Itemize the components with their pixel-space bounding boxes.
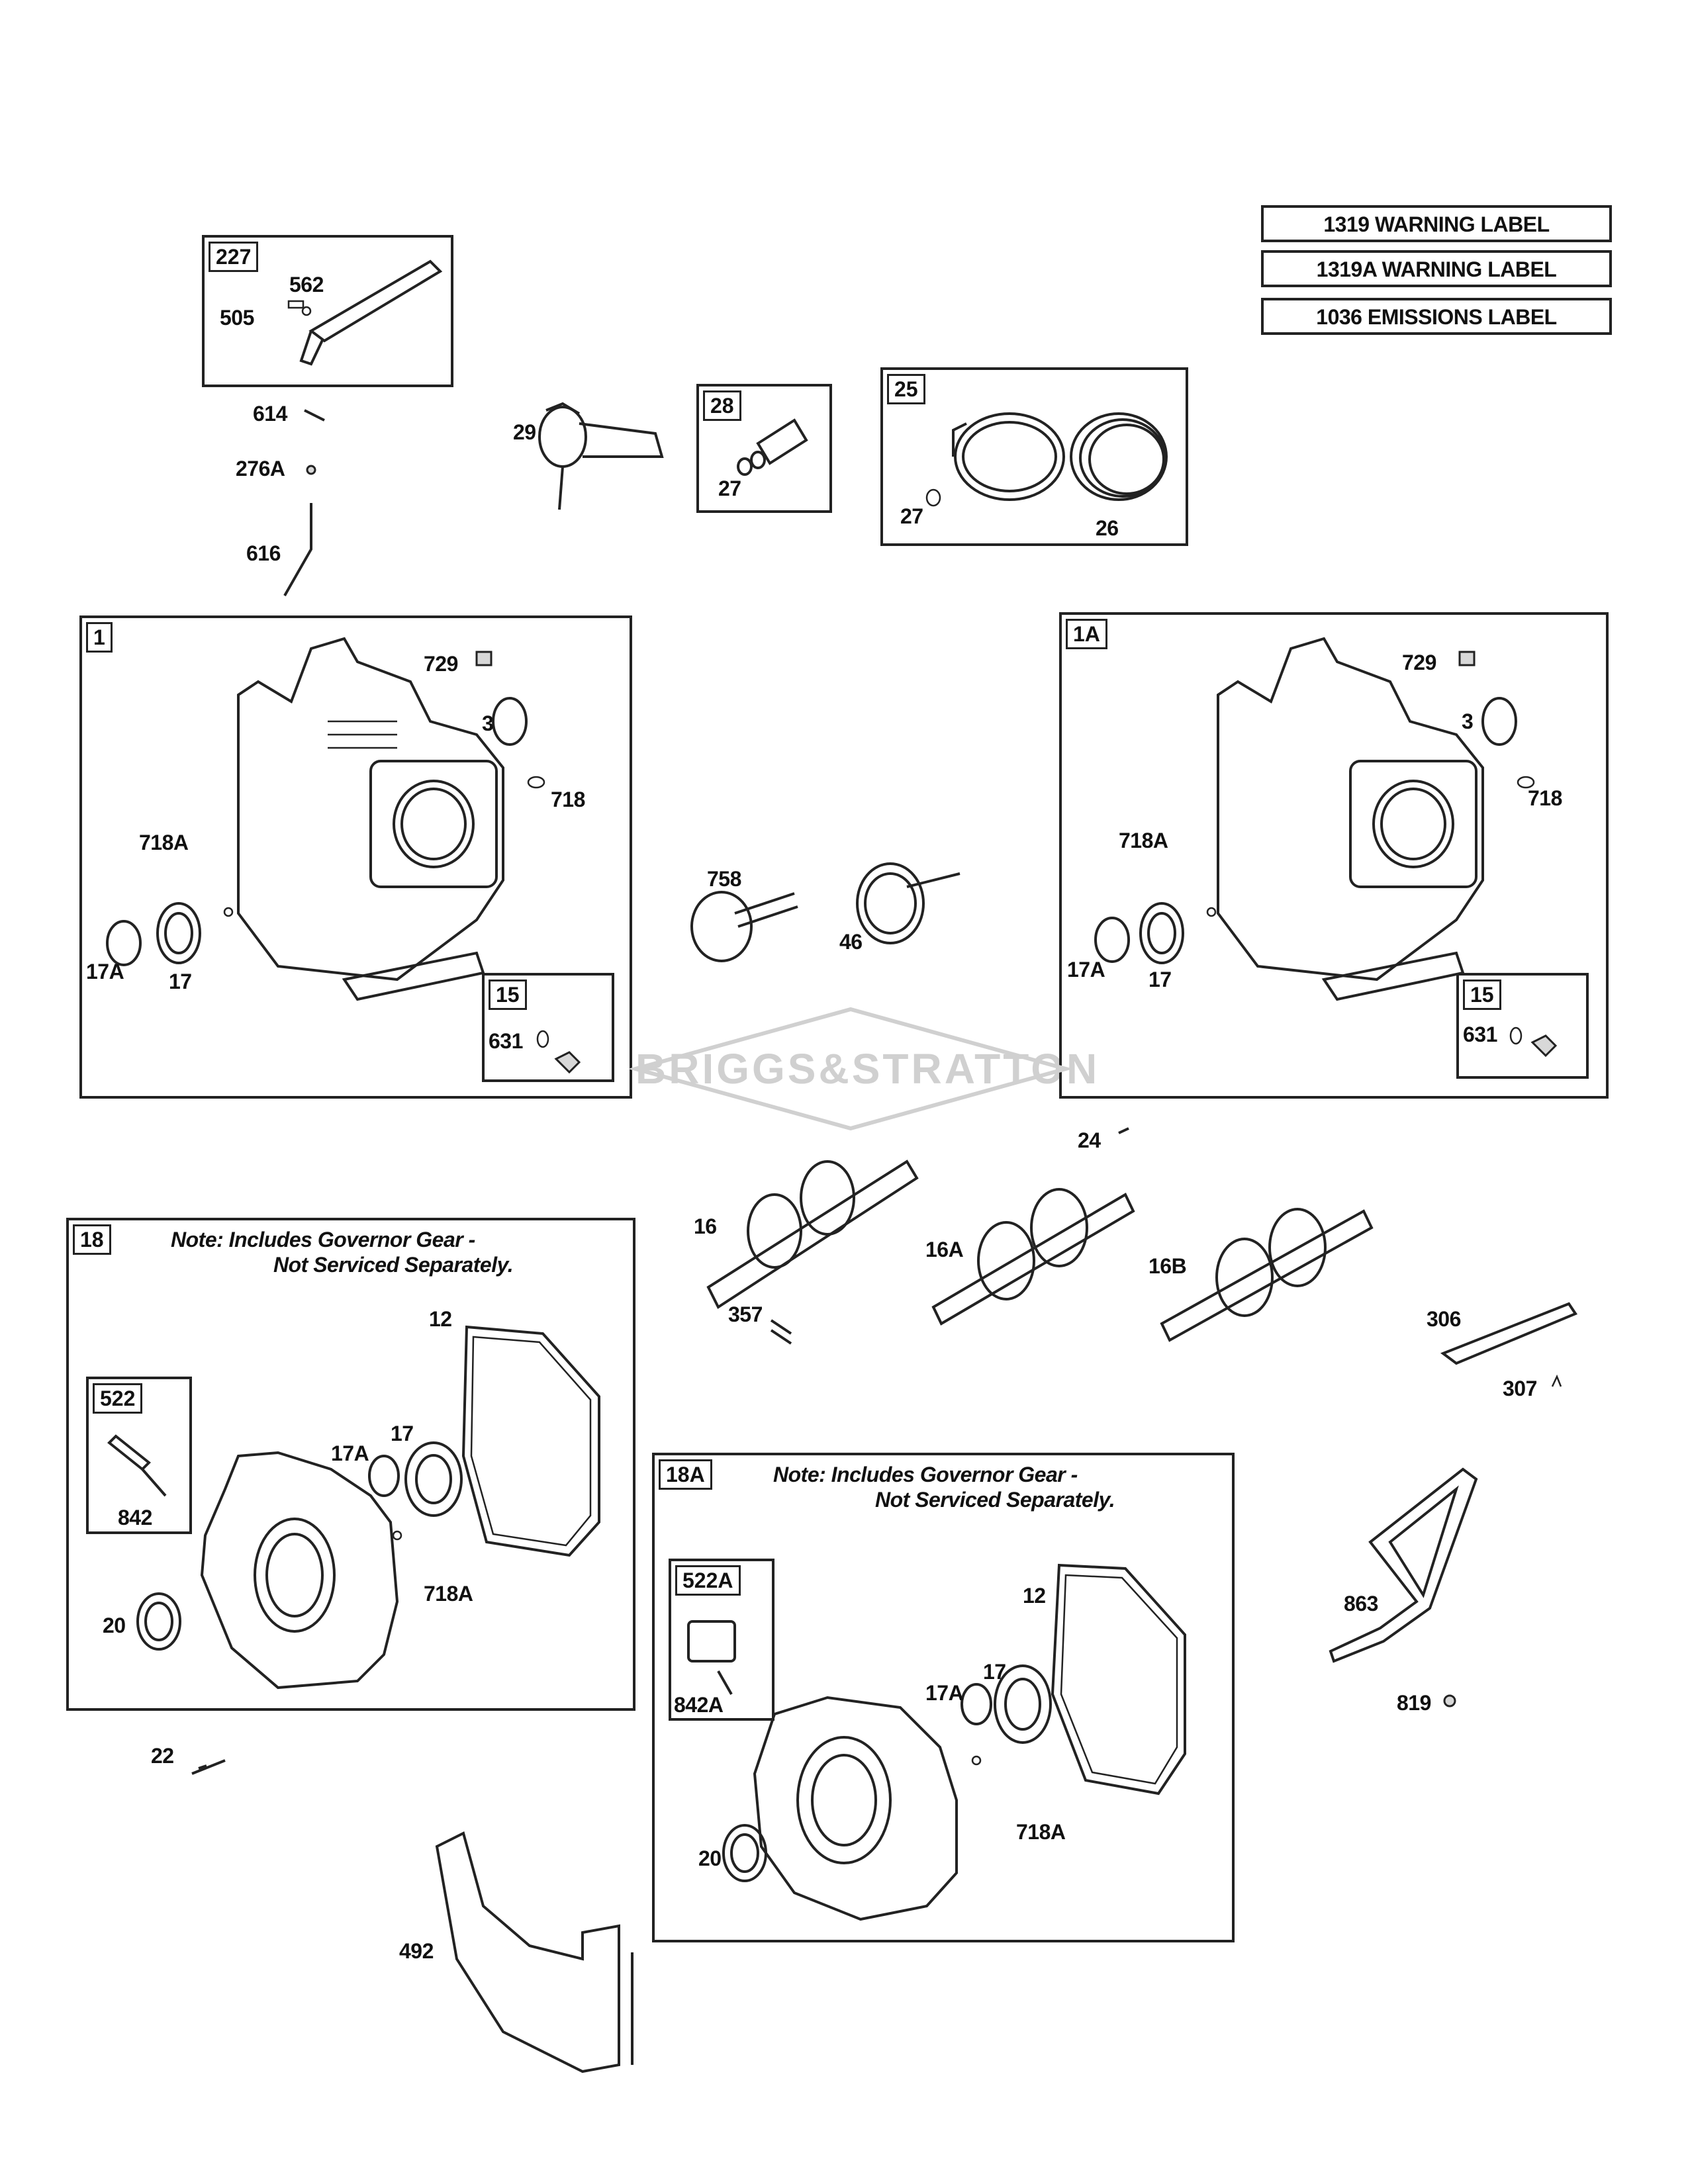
label-616: 616 bbox=[246, 541, 281, 565]
label-20: 20 bbox=[698, 1846, 722, 1870]
label-12: 12 bbox=[429, 1307, 452, 1331]
governor-gear-758 bbox=[690, 891, 798, 962]
label-17: 17 bbox=[169, 970, 192, 993]
label-718A: 718A bbox=[1119, 829, 1168, 852]
label-17: 17 bbox=[391, 1422, 414, 1445]
box-tag: 1 bbox=[86, 622, 113, 653]
label-17: 17 bbox=[983, 1660, 1006, 1684]
governor-rod-616 bbox=[283, 503, 312, 596]
label-718A: 718A bbox=[1016, 1820, 1066, 1844]
part-614 bbox=[304, 409, 325, 422]
label-729: 729 bbox=[1402, 651, 1436, 674]
label-24: 24 bbox=[1078, 1128, 1101, 1152]
label-758: 758 bbox=[707, 867, 741, 891]
box-tag: 227 bbox=[209, 242, 259, 272]
bracket-306 bbox=[1440, 1302, 1578, 1365]
label-46: 46 bbox=[839, 930, 863, 954]
cam-gear-46 bbox=[856, 862, 961, 944]
label-307: 307 bbox=[1503, 1377, 1537, 1400]
label-842A: 842A bbox=[674, 1693, 724, 1717]
label-26: 26 bbox=[1096, 516, 1119, 540]
part-24 bbox=[1118, 1127, 1129, 1134]
box-522A: 522A bbox=[669, 1559, 774, 1721]
box-tag: 25 bbox=[887, 374, 925, 404]
note-line-2: Not Serviced Separately. bbox=[875, 1488, 1115, 1512]
note-line-1: Note: Includes Governor Gear - bbox=[171, 1228, 475, 1251]
box-1A: 1A bbox=[1059, 612, 1609, 1099]
label-276A: 276A bbox=[236, 457, 285, 480]
label-718: 718 bbox=[551, 788, 585, 811]
box-tag: 18A bbox=[659, 1459, 712, 1490]
nut-819 bbox=[1443, 1694, 1456, 1707]
key-357 bbox=[770, 1319, 792, 1345]
label-3: 3 bbox=[482, 711, 494, 735]
box-25: 25 bbox=[880, 367, 1188, 546]
part-276A bbox=[306, 465, 316, 475]
label-357: 357 bbox=[728, 1302, 763, 1326]
label-16: 16 bbox=[694, 1214, 717, 1238]
warning-label-1319A: 1319A WARNING LABEL bbox=[1261, 250, 1612, 287]
label-12: 12 bbox=[1023, 1584, 1046, 1608]
box-tag: 15 bbox=[489, 979, 527, 1010]
crankshaft-16B bbox=[1160, 1208, 1374, 1342]
label-17A: 17A bbox=[1067, 958, 1105, 981]
label-718A: 718A bbox=[424, 1582, 473, 1606]
label-492: 492 bbox=[399, 1939, 434, 1963]
label-631: 631 bbox=[1463, 1023, 1497, 1046]
warning-label-1319: 1319 WARNING LABEL bbox=[1261, 205, 1612, 242]
box-18: 18 bbox=[66, 1218, 635, 1711]
label-614: 614 bbox=[253, 402, 287, 426]
emissions-label-1036: 1036 EMISSIONS LABEL bbox=[1261, 298, 1612, 335]
box-tag: 15 bbox=[1463, 979, 1501, 1010]
label-27: 27 bbox=[900, 504, 923, 528]
box-227: 227 bbox=[202, 235, 453, 387]
label-17A: 17A bbox=[86, 960, 124, 983]
label-631: 631 bbox=[489, 1029, 523, 1053]
label-3: 3 bbox=[1462, 709, 1474, 733]
box-tag: 28 bbox=[703, 390, 741, 421]
label-16A: 16A bbox=[925, 1238, 964, 1261]
shroud-492 bbox=[435, 1831, 620, 2073]
label-718: 718 bbox=[1528, 786, 1562, 810]
label-17: 17 bbox=[1149, 968, 1172, 991]
label-16B: 16B bbox=[1149, 1254, 1187, 1278]
bolt-22 bbox=[191, 1759, 226, 1775]
label-17A: 17A bbox=[331, 1441, 369, 1465]
label-27: 27 bbox=[718, 477, 741, 500]
box-tag: 522A bbox=[675, 1565, 741, 1596]
note-line-1: Note: Includes Governor Gear - bbox=[773, 1463, 1078, 1486]
screw-307 bbox=[1551, 1374, 1562, 1387]
box-tag: 522 bbox=[93, 1383, 143, 1414]
label-819: 819 bbox=[1397, 1691, 1431, 1715]
label-22: 22 bbox=[151, 1744, 174, 1768]
label-718A: 718A bbox=[139, 831, 189, 854]
label-29: 29 bbox=[513, 420, 536, 444]
box-tag: 1A bbox=[1066, 619, 1107, 649]
bracket-863 bbox=[1329, 1467, 1478, 1663]
connecting-rod-29 bbox=[538, 402, 664, 510]
label-863: 863 bbox=[1344, 1592, 1378, 1615]
note-line-2: Not Serviced Separately. bbox=[273, 1253, 514, 1277]
label-306: 306 bbox=[1427, 1307, 1461, 1331]
box-15-left: 15 bbox=[482, 973, 614, 1082]
crankshaft-16 bbox=[706, 1160, 919, 1309]
box-28: 28 bbox=[696, 384, 832, 513]
box-tag: 18 bbox=[73, 1224, 111, 1255]
label-562: 562 bbox=[289, 273, 324, 296]
bracket-863-cutout bbox=[1388, 1485, 1459, 1598]
label-17A: 17A bbox=[925, 1681, 964, 1705]
crankshaft-16A bbox=[931, 1188, 1135, 1326]
label-20: 20 bbox=[103, 1614, 126, 1637]
label-729: 729 bbox=[424, 652, 458, 676]
box-18A: 18A bbox=[652, 1453, 1235, 1942]
brand-watermark: BRIGGS&STRATTON bbox=[635, 1045, 1100, 1093]
box-522: 522 bbox=[86, 1377, 192, 1534]
box-1: 1 bbox=[79, 615, 632, 1099]
label-505: 505 bbox=[220, 306, 254, 330]
label-842: 842 bbox=[118, 1506, 152, 1529]
